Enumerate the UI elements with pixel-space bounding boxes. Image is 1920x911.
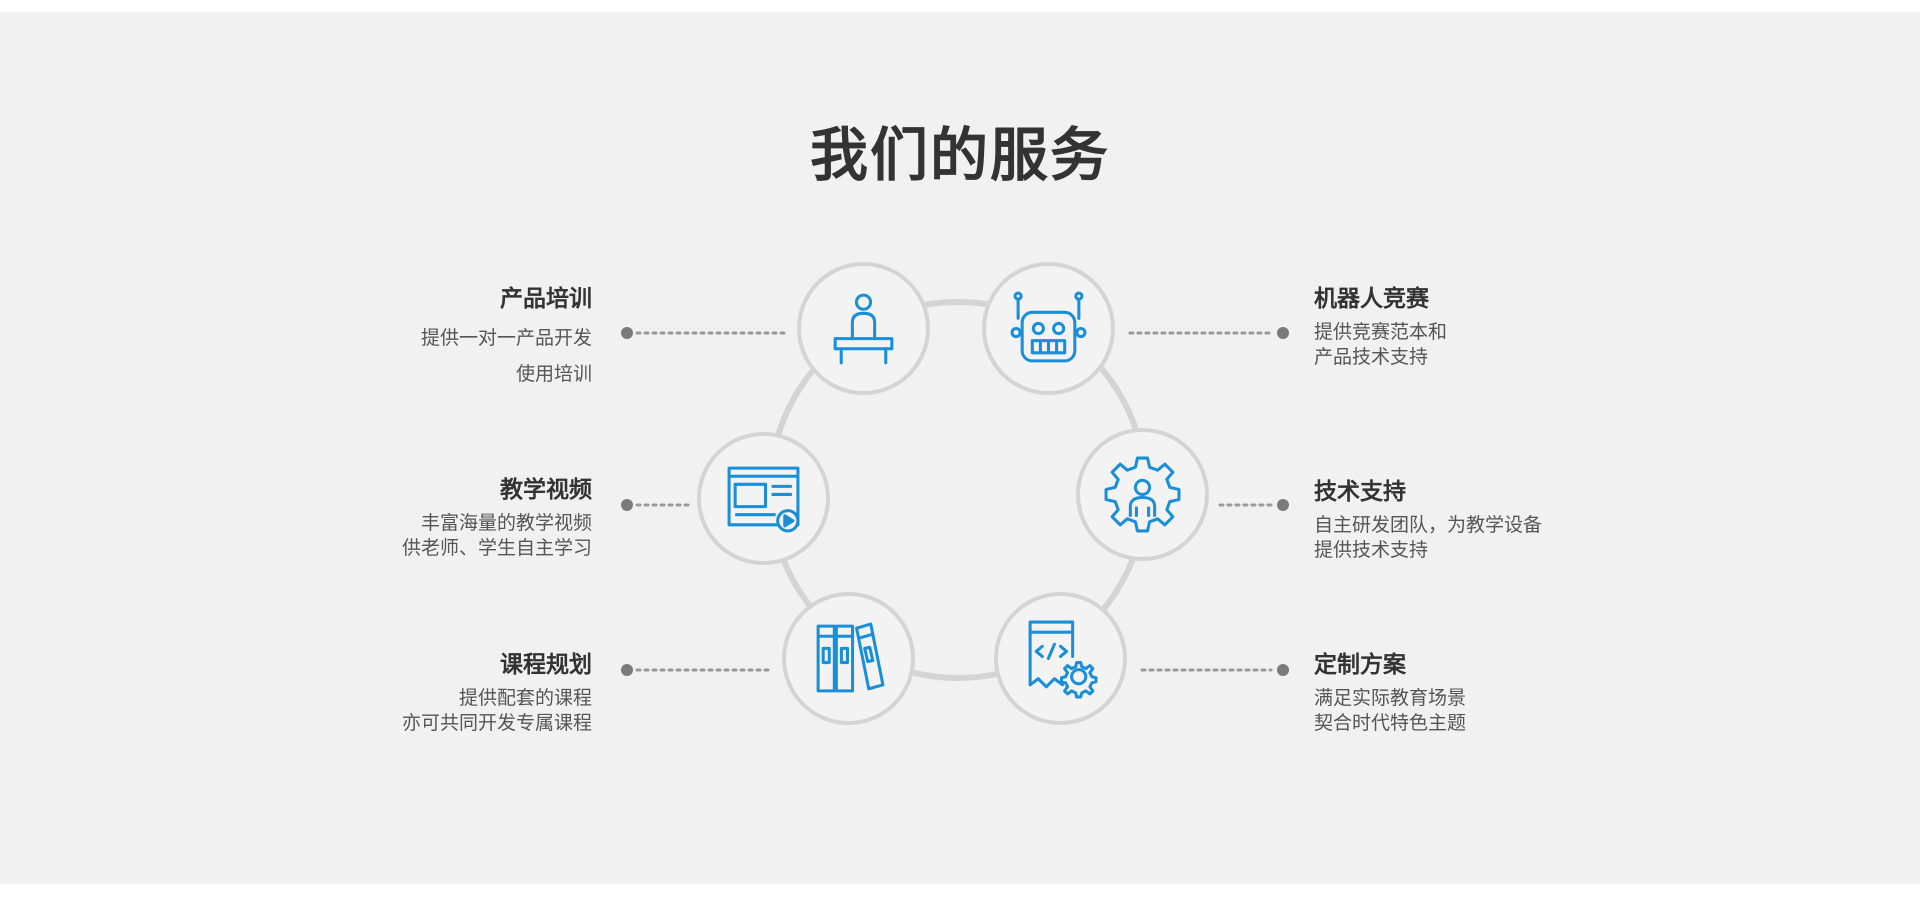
gear-person-icon [1104,456,1181,533]
dot-left-1 [621,327,633,339]
service-desc-line: 自主研发团队，为教学设备 [1314,514,1543,536]
dot-right-2 [1277,499,1289,511]
dot-right-1 [1277,327,1289,339]
page-title: 我们的服务 [809,121,1110,189]
service-tech-support: 技术支持 自主研发团队，为教学设备 提供技术支持 [1314,477,1614,563]
service-desc-line: 供老师、学生自主学习 [401,537,592,559]
service-icon-custom-solution[interactable] [994,592,1127,725]
connector-dots [621,327,1289,676]
service-title: 产品培训 [500,286,592,312]
video-player-icon [727,466,800,533]
service-desc-line: 契合时代特色主题 [1314,712,1467,734]
service-title: 课程规划 [500,652,592,678]
service-icon-tech-support[interactable] [1076,428,1209,561]
dot-left-2 [621,499,633,511]
service-title: 机器人竞赛 [1314,286,1429,312]
service-icon-product-training[interactable] [797,262,930,395]
service-icon-course-planning[interactable] [782,592,915,725]
service-custom-solution: 定制方案 满足实际教育场景 契合时代特色主题 [1314,650,1614,736]
service-product-training: 产品培训 提供一对一产品开发 使用培训 [292,284,592,392]
service-desc-line: 提供技术支持 [1314,539,1429,561]
service-desc-line: 提供配套的课程 [458,687,592,709]
service-title: 教学视频 [500,477,592,503]
dot-left-3 [621,664,633,676]
dot-right-3 [1277,664,1289,676]
service-course-planning: 课程规划 提供配套的课程 亦可共同开发专属课程 [292,650,592,736]
teacher-podium-icon [833,293,894,365]
service-icon-robot-competition[interactable] [982,262,1115,395]
service-desc-line: 丰富海量的教学视频 [420,512,592,534]
content-panel [0,12,1920,884]
service-desc-line: 满足实际教育场景 [1314,687,1467,709]
service-desc-line: 使用培训 [515,363,592,385]
books-icon [816,622,885,693]
connector-lines [635,331,1273,672]
service-title: 定制方案 [1314,652,1406,678]
service-teaching-video: 教学视频 丰富海量的教学视频 供老师、学生自主学习 [292,475,592,561]
service-title: 技术支持 [1314,479,1406,505]
code-document-gear-icon [1028,620,1098,699]
robot-icon [1010,291,1087,363]
service-desc-line: 亦可共同开发专属课程 [401,712,592,734]
service-desc-line: 提供竞赛范本和 [1314,321,1448,343]
service-robot-competition: 机器人竞赛 提供竞赛范本和 产品技术支持 [1314,284,1614,370]
service-icon-teaching-video[interactable] [697,432,830,565]
service-desc-line: 提供一对一产品开发 [420,327,592,349]
service-desc-line: 产品技术支持 [1314,346,1429,368]
